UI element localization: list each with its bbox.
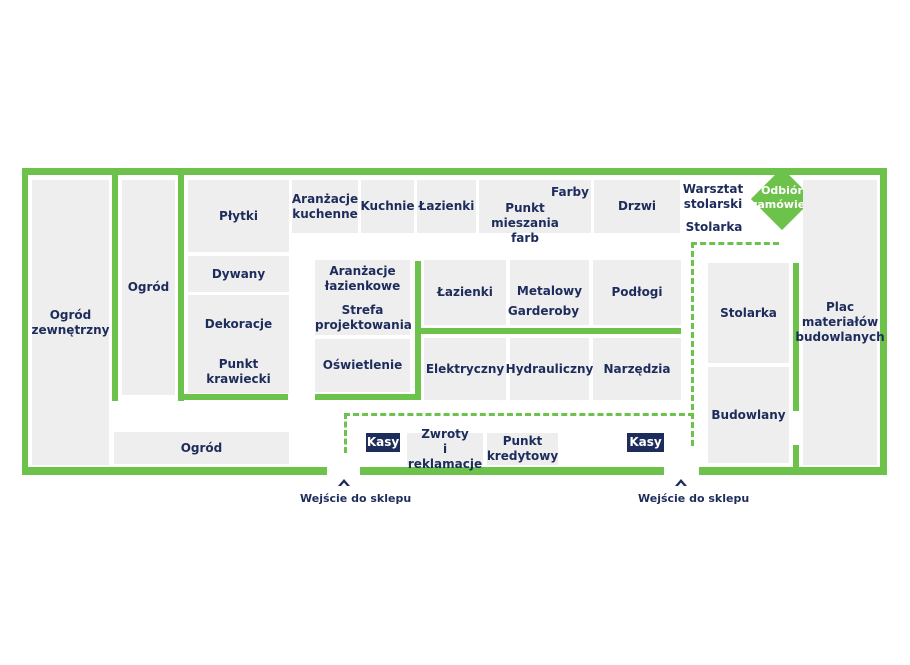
wall-right bbox=[880, 168, 887, 475]
zone-podlogi[interactable]: Podłogi bbox=[593, 260, 681, 325]
zone-ogrod-bottom[interactable]: Ogród bbox=[114, 432, 289, 464]
label-aranzacje-lazienkowe: Aranżacje łazienkowe bbox=[324, 264, 401, 293]
entrance-left-icon bbox=[336, 474, 352, 488]
inner-wall-mid-horizontal bbox=[415, 328, 681, 334]
zone-punkt-kredytowy[interactable]: Punkt kredytowy bbox=[486, 433, 559, 465]
label-garderoby: Garderoby bbox=[507, 304, 580, 318]
zone-lazienki-top[interactable]: Łazienki bbox=[417, 180, 476, 233]
label-strefa-projektowania: Strefa projektowania bbox=[315, 303, 412, 332]
inner-wall-right-upper bbox=[793, 263, 799, 411]
kasy-left[interactable]: Kasy bbox=[366, 433, 400, 452]
inner-wall-plytki bbox=[178, 175, 184, 401]
label-farby: Farby bbox=[551, 185, 589, 199]
wall-bottom-left bbox=[22, 467, 327, 475]
zone-ogrod-zewnetrzny[interactable]: Ogród zewnętrzny bbox=[32, 180, 109, 465]
entrance-right-label[interactable]: Wejście do sklepu bbox=[638, 492, 750, 505]
zone-narzedzia[interactable]: Narzędzia bbox=[593, 338, 681, 400]
zone-elektryczny[interactable]: Elektryczny bbox=[424, 338, 506, 400]
zone-plytki[interactable]: Płytki bbox=[188, 180, 289, 252]
zone-stolarka-right[interactable]: Stolarka bbox=[708, 263, 789, 363]
inner-wall-bottom-left bbox=[178, 394, 288, 400]
zone-aranzacje-strefa[interactable] bbox=[315, 260, 410, 335]
wall-left bbox=[22, 168, 28, 475]
zone-lazienki-mid[interactable]: Łazienki bbox=[424, 260, 506, 325]
zone-dywany[interactable]: Dywany bbox=[188, 256, 289, 292]
inner-wall-right-lower bbox=[793, 445, 799, 470]
zone-budowlany[interactable]: Budowlany bbox=[708, 367, 789, 463]
label-metalowy: Metalowy bbox=[516, 284, 583, 298]
zone-oswietlenie[interactable]: Oświetlenie bbox=[315, 339, 410, 392]
entrance-right-icon bbox=[673, 474, 689, 488]
label-punkt-mieszania-farb: Punkt mieszania farb bbox=[491, 201, 559, 245]
odbior-zamowien-diamond[interactable]: Odbiór zamówień bbox=[750, 167, 814, 231]
zone-ogrod-left[interactable]: Ogród bbox=[122, 180, 175, 395]
zone-plac-materialow[interactable]: Plac materiałów budowlanych bbox=[795, 180, 885, 465]
path-dashed-right bbox=[691, 242, 694, 446]
wall-top bbox=[22, 168, 887, 175]
zone-drzwi[interactable]: Drzwi bbox=[594, 180, 680, 233]
zone-hydrauliczny[interactable]: Hydrauliczny bbox=[506, 338, 593, 400]
label-odbior-zamowien: Odbiór zamówień bbox=[750, 184, 814, 211]
path-dashed-bottom bbox=[344, 413, 694, 416]
entrance-left-label[interactable]: Wejście do sklepu bbox=[300, 492, 412, 505]
inner-wall-ogrod bbox=[112, 175, 118, 401]
label-dekoracje: Dekoracje bbox=[204, 317, 273, 331]
label-stolarka-top: Stolarka bbox=[685, 220, 743, 234]
zone-kuchnie[interactable]: Kuchnie bbox=[360, 180, 415, 233]
label-warsztat-stolarski: Warsztat stolarski bbox=[682, 182, 744, 211]
wall-bottom-right bbox=[699, 467, 887, 475]
chevron-up-icon bbox=[338, 479, 350, 486]
path-dashed-top bbox=[691, 242, 779, 245]
label-punkt-krawiecki: Punkt krawiecki bbox=[206, 357, 271, 386]
inner-wall-mid-bottom bbox=[315, 394, 421, 400]
path-dashed-left bbox=[344, 413, 347, 453]
wall-bottom-middle bbox=[360, 467, 664, 475]
zone-punkt-mieszania-farb[interactable] bbox=[479, 180, 591, 233]
zone-metalowy-garderoby[interactable] bbox=[510, 260, 589, 325]
chevron-up-icon bbox=[675, 479, 687, 486]
zone-dekoracje-krawiecki[interactable] bbox=[188, 295, 289, 393]
kasy-right[interactable]: Kasy bbox=[627, 433, 664, 452]
zone-zwroty[interactable]: Zwroty i reklamacje bbox=[407, 426, 483, 471]
zone-aranzacje-kuchenne[interactable]: Aranżacje kuchenne bbox=[292, 180, 358, 233]
